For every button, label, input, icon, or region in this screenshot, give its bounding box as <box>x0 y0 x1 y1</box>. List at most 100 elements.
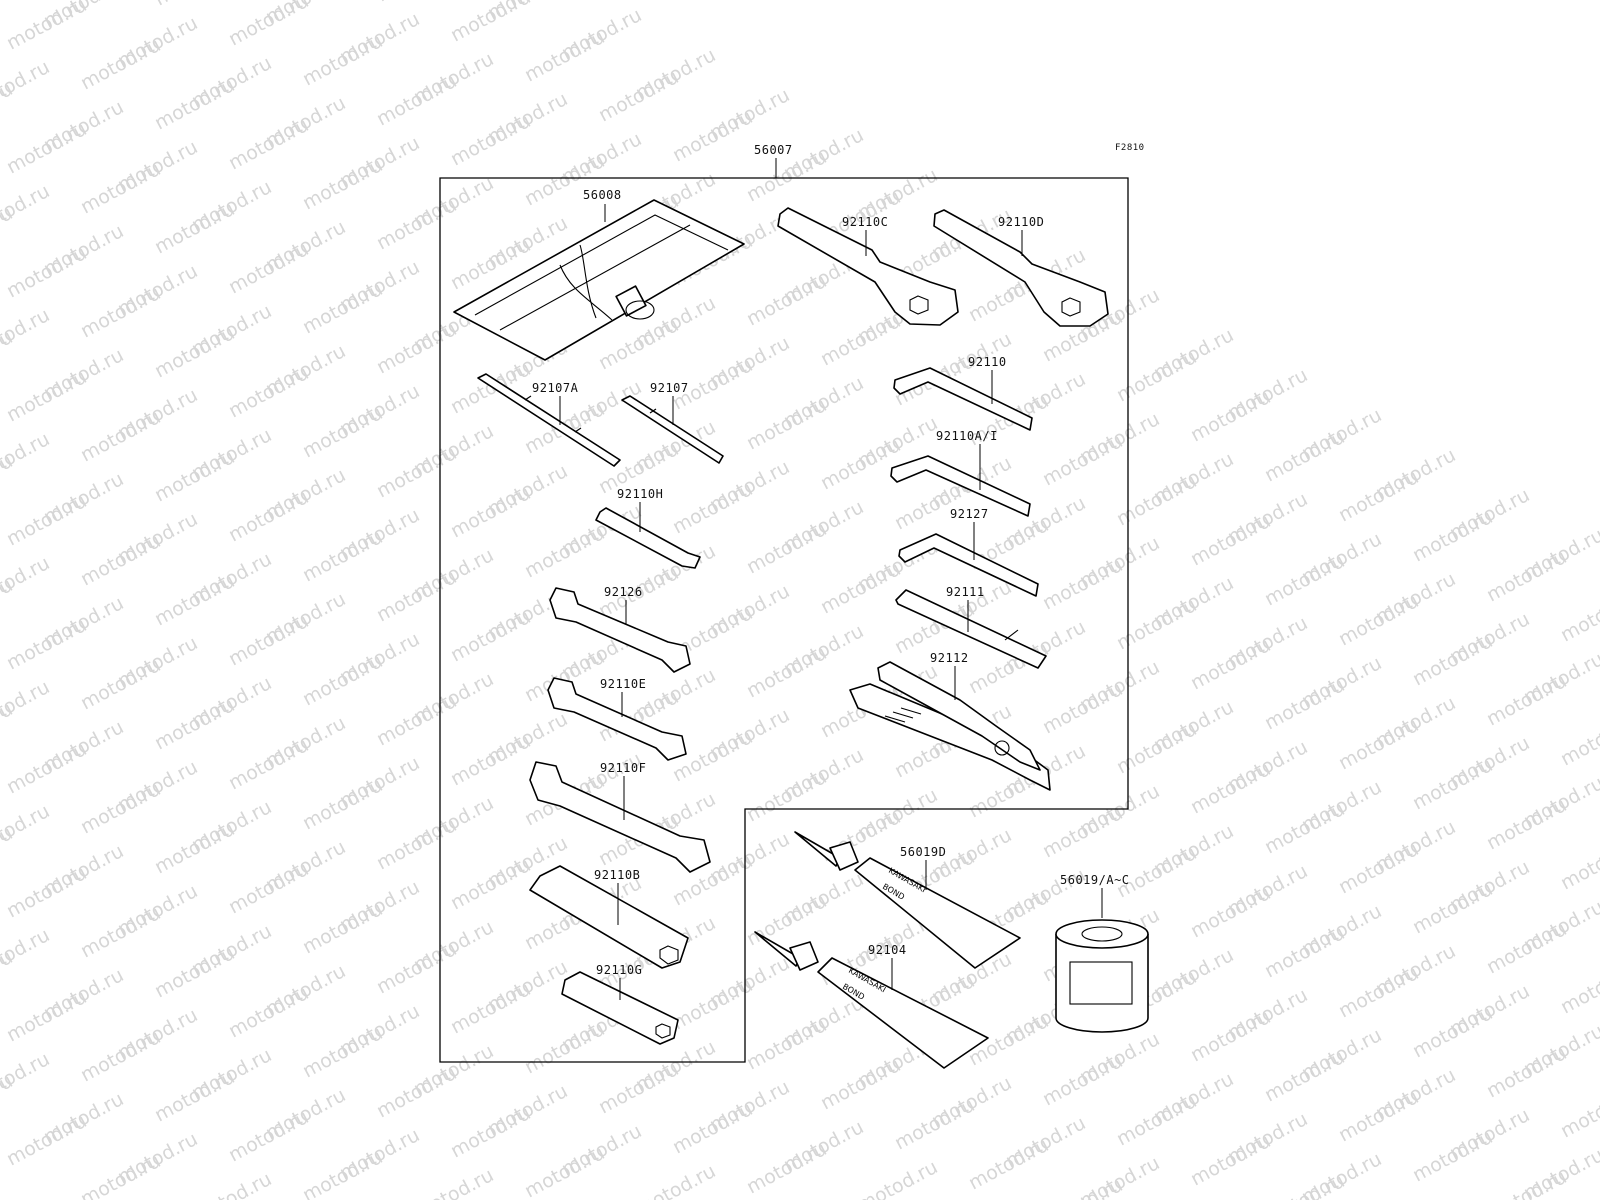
watermark-text: motod.ru <box>1113 346 1200 406</box>
watermark-text: motod.ru <box>1335 838 1422 898</box>
watermark-text: motod.ru <box>299 402 386 462</box>
watermark-text: motod.ru <box>1409 506 1496 566</box>
part-tool-bag[interactable]: 56008 <box>453 188 745 361</box>
watermark-text: motod.ru <box>965 1134 1052 1194</box>
watermark-text: motod.ru <box>1261 1046 1348 1106</box>
part-hex-key-ai[interactable]: 92110A/I <box>890 429 1031 517</box>
watermark-text: motod.ru <box>151 694 238 754</box>
label-hex-key-ai: 92110A/I <box>936 429 998 443</box>
watermark-text: motod.ru <box>743 890 830 950</box>
watermark-text: motod.ru <box>817 310 904 370</box>
watermark-text: motod.ru <box>743 642 830 702</box>
watermark-text: motod.ru <box>521 26 608 86</box>
watermark-text: motod.ru <box>188 1168 275 1200</box>
watermark-text: motod.ru <box>1335 466 1422 526</box>
watermark-text: motod.ru <box>447 978 534 1038</box>
watermark-text: motod.ru <box>1261 426 1348 486</box>
watermark-text: motod.ru <box>151 570 238 630</box>
watermark-text: motod.ru <box>373 690 460 750</box>
part-handle[interactable]: 92111 <box>895 585 1047 669</box>
watermark-text: motod.ru <box>891 1094 978 1154</box>
part-open-wrench-f[interactable]: 92110F <box>529 761 711 873</box>
part-open-wrench-e[interactable]: 92110E <box>547 677 687 761</box>
watermark-text: motod.ru <box>1557 586 1600 646</box>
watermark-text: motod.ru <box>3 986 90 1046</box>
watermark-text: motod.ru <box>447 0 534 46</box>
part-spark-wrench-g[interactable]: 92110G <box>561 963 679 1045</box>
watermark-text: motod.ru <box>373 318 460 378</box>
watermark-text: motod.ru <box>1187 758 1274 818</box>
watermark-text: motod.ru <box>743 518 830 578</box>
watermark-text: motod.ru <box>299 1146 386 1200</box>
watermark-text: motod.ru <box>1557 1082 1600 1142</box>
watermark-text: motod.ru <box>1557 710 1600 770</box>
watermark-text: motod.ru <box>77 654 164 714</box>
watermark-text: motod.ru <box>77 530 164 590</box>
watermark-text: motod.ru <box>669 106 756 166</box>
watermark-text: motod.ru <box>1187 882 1274 942</box>
part-wrench-c[interactable]: 92110C <box>777 207 959 326</box>
watermark-text: motod.ru <box>3 490 90 550</box>
watermark-text: motod.ru <box>817 434 904 494</box>
watermark-text: motod.ru <box>1187 634 1274 694</box>
watermark-text: motod.ru <box>1409 630 1496 690</box>
watermark-text: motod.ru <box>299 30 386 90</box>
watermark-text: motod.ru <box>1483 918 1570 978</box>
watermark-text: motod.ru <box>1261 798 1348 858</box>
watermark-text: motod.ru <box>1187 1006 1274 1066</box>
watermark-text: motod.ru <box>1039 1174 1126 1200</box>
part-screwdriver-a[interactable]: 92107A <box>477 373 621 467</box>
watermark-text: motod.ru <box>1113 470 1200 530</box>
watermark-text: motod.ru <box>447 1102 534 1162</box>
watermark-text: motod.ru <box>1483 1042 1570 1102</box>
watermark-text: motod.ru <box>225 1106 312 1166</box>
watermark-text: motod.ru <box>373 938 460 998</box>
part-bond-d[interactable]: KAWASAKI BOND 56019D <box>794 831 1021 969</box>
part-bond-can[interactable]: 56019/A~C <box>1055 873 1149 1033</box>
watermark-text: motod.ru <box>3 1110 90 1170</box>
watermark-text: motod.ru <box>1261 550 1348 610</box>
part-wrench-d[interactable]: 92110D <box>933 209 1109 327</box>
watermark-text: motod.ru <box>151 446 238 506</box>
watermark-text: motod.ru <box>151 322 238 382</box>
watermark-text: motod.ru <box>1187 1130 1274 1190</box>
watermark-text: motod.ru <box>3 614 90 674</box>
watermark-text: motod.ru <box>3 366 90 426</box>
watermark-text: motod.ru <box>373 0 460 6</box>
label-open-wrench-e: 92110E <box>600 677 646 691</box>
watermark-text: motod.ru <box>1483 1166 1570 1200</box>
watermark-text: motod.ru <box>1187 510 1274 570</box>
watermark-text: motod.ru <box>743 766 830 826</box>
watermark-text: motod.ru <box>3 0 90 54</box>
watermark-text: motod.ru <box>1409 1126 1496 1186</box>
label-bond-can: 56019/A~C <box>1060 873 1130 887</box>
part-spark-wrench-b[interactable]: 92110B <box>529 865 689 969</box>
watermark-text: motod.ru <box>743 270 830 330</box>
watermark-text: motod.ru <box>1409 878 1496 938</box>
watermark-text: motod.ru <box>77 282 164 342</box>
part-hex-key-2[interactable]: 92127 <box>898 507 1039 597</box>
part-screwdriver[interactable]: 92107 <box>621 381 724 464</box>
watermark-text: motod.ru <box>1113 594 1200 654</box>
watermark-text: motod.ru <box>1261 922 1348 982</box>
watermark-text: motod.ru <box>447 358 534 418</box>
watermark-text: motod.ru <box>151 942 238 1002</box>
part-wrench-h[interactable]: 92110H <box>595 487 701 569</box>
watermark-text: motod.ru <box>373 442 460 502</box>
watermark-text: motod.ru <box>595 66 682 126</box>
watermark-text: motod.ru <box>1039 678 1126 738</box>
watermark-text: motod.ru <box>669 726 756 786</box>
part-pliers[interactable]: 92112 <box>849 651 1051 791</box>
part-hex-key[interactable]: 92110 <box>893 355 1033 431</box>
watermark-text: motod.ru <box>447 730 534 790</box>
watermark-text: motod.ru <box>225 486 312 546</box>
label-kit[interactable]: 56007 <box>754 143 793 157</box>
watermark-text: motod.ru <box>743 1138 830 1198</box>
watermark-text: motod.ru <box>1557 834 1600 894</box>
watermark-text: motod.ru <box>77 1150 164 1200</box>
part-open-wrench-126[interactable]: 92126 <box>549 585 691 673</box>
watermark-text: motod.ru <box>77 778 164 838</box>
watermark-text: motod.ru <box>373 1062 460 1122</box>
